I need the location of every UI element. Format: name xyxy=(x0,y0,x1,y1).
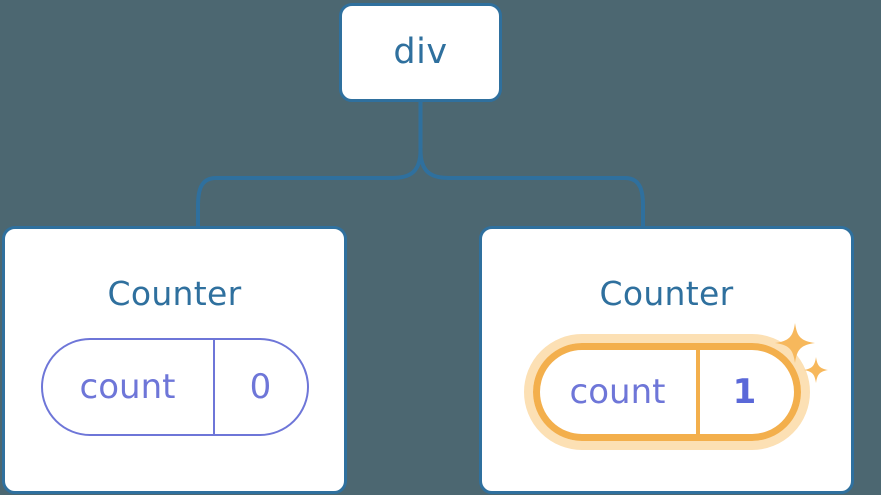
edge-root-to-counter-left xyxy=(196,148,423,230)
state-pill-right[interactable]: count 1 xyxy=(532,343,801,441)
state-pill-right-glow: count 1 xyxy=(523,334,810,450)
state-pill-left-value-cell: 0 xyxy=(215,340,307,434)
node-div[interactable]: div xyxy=(339,3,502,102)
node-counter-right-title: Counter xyxy=(599,274,734,313)
state-pill-left-wrap: count 0 xyxy=(40,338,309,436)
state-pill-left-key-cell: count xyxy=(43,340,215,434)
state-pill-left-value: 0 xyxy=(249,367,272,407)
state-pill-right-wrap: count 1 xyxy=(523,334,810,450)
edge-root-to-counter-right xyxy=(418,148,645,230)
node-counter-right[interactable]: Counter count 1 xyxy=(479,226,854,494)
state-pill-left-key: count xyxy=(79,367,176,407)
state-pill-right-value: 1 xyxy=(732,372,757,412)
state-pill-right-key-cell: count xyxy=(540,350,700,434)
node-div-label: div xyxy=(393,32,448,72)
node-counter-left[interactable]: Counter count 0 xyxy=(2,226,347,494)
node-counter-left-title: Counter xyxy=(107,274,242,313)
state-pill-left[interactable]: count 0 xyxy=(40,338,309,436)
state-pill-right-key: count xyxy=(569,372,666,412)
state-pill-right-value-cell: 1 xyxy=(700,350,790,434)
